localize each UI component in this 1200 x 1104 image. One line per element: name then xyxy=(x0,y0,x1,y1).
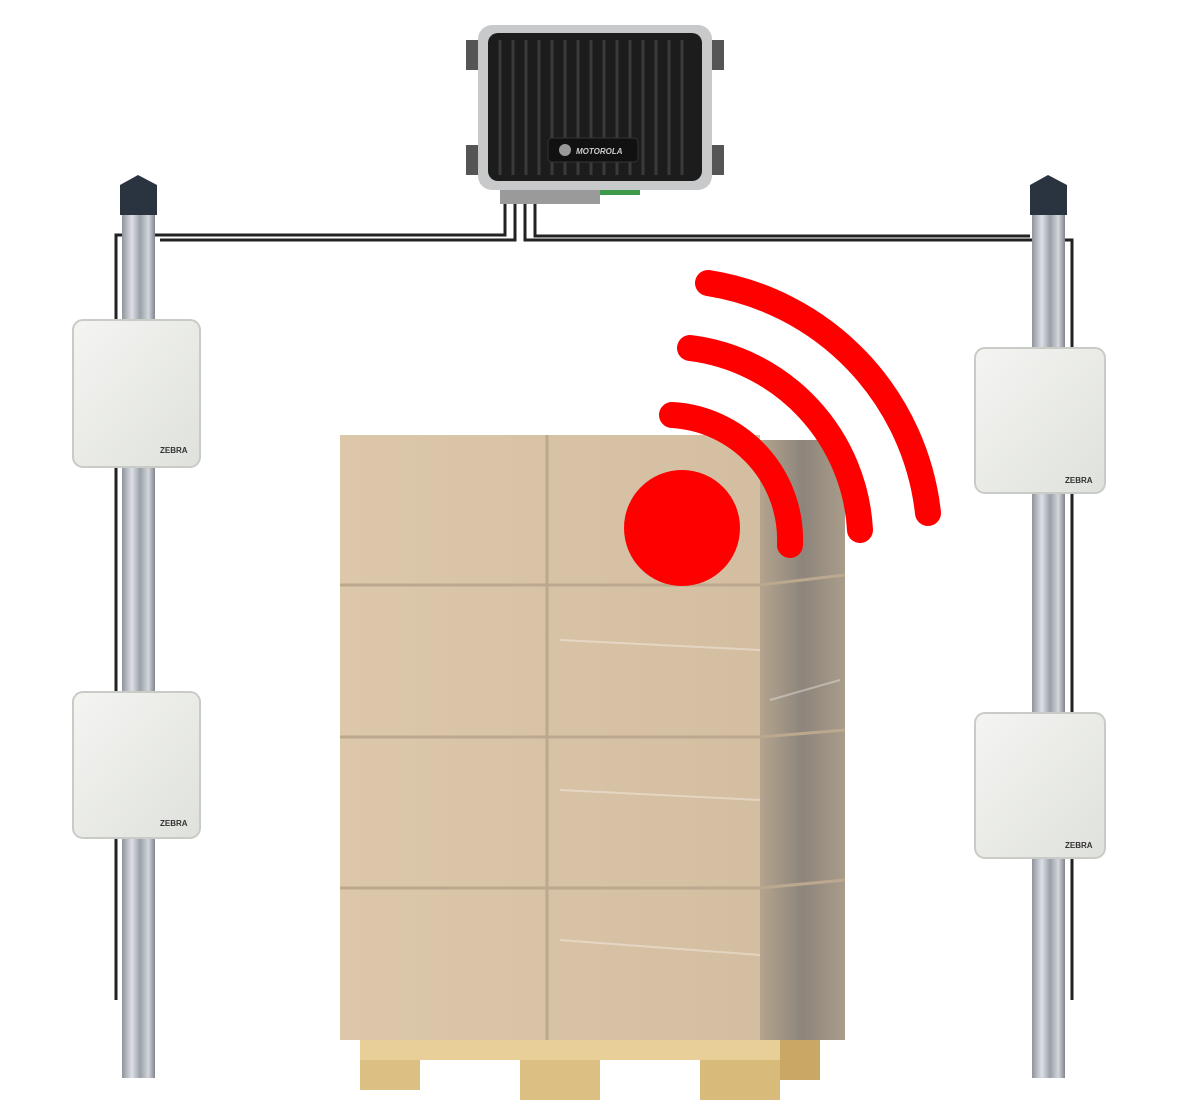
right-pole xyxy=(1030,175,1067,1078)
rfid-signal-icon xyxy=(624,270,941,586)
antenna-right-top: ZEBRA xyxy=(974,347,1106,494)
cables xyxy=(114,195,1074,1000)
zebra-logo: ZEBRA xyxy=(160,446,188,455)
signal-wave-1 xyxy=(659,402,804,558)
box-stack xyxy=(340,435,846,1040)
antenna-left-bottom: ZEBRA xyxy=(72,691,201,839)
antenna-right-bottom: ZEBRA xyxy=(974,712,1106,859)
signal-wave-2 xyxy=(677,335,873,543)
zebra-logo: ZEBRA xyxy=(160,819,188,828)
rfid-tag-dot xyxy=(624,470,740,586)
antenna-left-top: ZEBRA xyxy=(72,319,201,468)
motorola-logo: MOTOROLA xyxy=(576,147,623,156)
left-pole xyxy=(120,175,157,1078)
zebra-logo: ZEBRA xyxy=(1065,841,1093,850)
zebra-logo: ZEBRA xyxy=(1065,476,1093,485)
pallet xyxy=(360,1040,820,1100)
signal-wave-3 xyxy=(695,270,941,526)
rfid-reader: MOTOROLA xyxy=(466,25,724,204)
